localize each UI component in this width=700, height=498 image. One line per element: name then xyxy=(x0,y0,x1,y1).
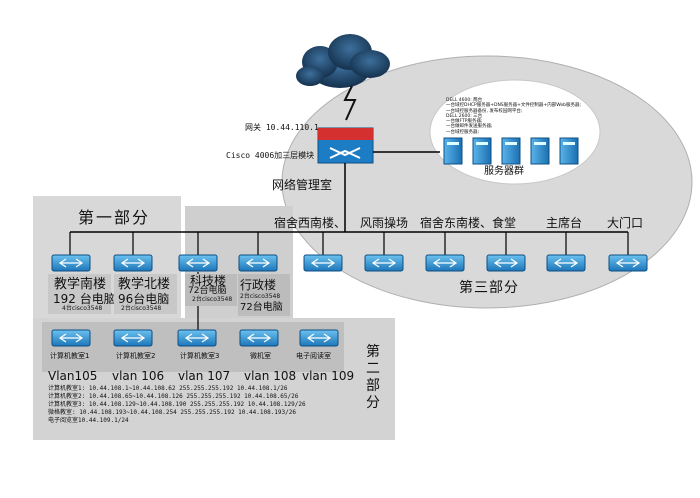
lab-label: 计算机教室3 xyxy=(180,352,220,360)
building-switch: 2台cisco3548 xyxy=(240,293,281,300)
server-note-line: 一台域控服务器备份, 发布校园网平台; xyxy=(446,108,523,114)
vlan-label: vlan 109 xyxy=(302,369,355,383)
internet-cloud-icon xyxy=(296,34,390,88)
ip-line: 计算机教室3: 10.44.108.129~10.44.108.190 255.… xyxy=(48,401,306,408)
site-label: 宿舍东南楼、食堂 xyxy=(420,216,517,230)
building-switch: 2台cisco3548 xyxy=(121,305,162,312)
server-note-line: DELL 4600: 两台 xyxy=(446,98,483,103)
building-name: 教学南楼 xyxy=(54,277,107,292)
building-pcs: 72台电脑 xyxy=(240,302,283,313)
part3-title: 第三部分 xyxy=(459,280,519,296)
part1-title: 第一部分 xyxy=(78,208,151,227)
backbone-switch-icons xyxy=(51,254,648,272)
vlan-label: vlan 108 xyxy=(244,369,297,383)
vlan-label: Vlan105 xyxy=(48,369,98,383)
building-name: 行政楼 xyxy=(240,278,277,292)
room-label: 网络管理室 xyxy=(272,178,333,192)
ip-line: 电子阅览室10.44.109.1/24 xyxy=(48,417,129,424)
vlan-label: vlan 106 xyxy=(112,369,165,383)
server-icons xyxy=(443,137,579,165)
site-label: 主席台 xyxy=(546,216,583,230)
ip-line: 计算机教室1: 10.44.108.1~10.44.108.62 255.255… xyxy=(48,385,288,392)
ip-table: 计算机教室1: 10.44.108.1~10.44.108.62 255.255… xyxy=(48,385,366,425)
building-name: 教学北楼 xyxy=(118,277,171,292)
lab-label: 微机室 xyxy=(250,352,271,360)
building-card xyxy=(238,274,290,316)
lab-label: 电子阅读室 xyxy=(296,352,331,360)
lab-label: 计算机教室1 xyxy=(50,352,90,360)
server-note: DELL 4600: 两台 一台域控DHCP服务器+DNS服务器+文件控制器+内… xyxy=(446,98,596,135)
site-label: 风雨操场 xyxy=(360,216,409,230)
lab-switch-icons xyxy=(51,329,339,347)
building-switch: 4台cisco3548 xyxy=(62,305,103,312)
server-note-line: 一台域控DHCP服务器+DNS服务器+文件控制器+内部Web服务器; xyxy=(446,103,582,109)
site-label: 大门口 xyxy=(607,216,644,230)
site-label: 宿舍西南楼、 xyxy=(274,216,347,230)
building-switch: 2台cisco3548 xyxy=(192,296,233,303)
server-note-line: 一台做FTP服务器; xyxy=(446,119,483,125)
server-note-line: 一台域控服务器; xyxy=(446,129,480,135)
ip-line: 计算机教室2: 10.44.108.65~10.44.108.126 255.2… xyxy=(48,393,299,400)
lab-label: 计算机教室2 xyxy=(116,352,156,360)
core-router-icon xyxy=(317,127,374,164)
building-name: 科技楼 xyxy=(190,274,227,288)
ip-line: 微格教室: 10.44.108.193~10.44.108.254 255.25… xyxy=(48,409,296,416)
server-group-label: 服务器群 xyxy=(484,166,524,177)
building-pcs: 96台电脑 xyxy=(118,292,170,306)
building-card xyxy=(48,274,111,314)
building-pcs: 72台电脑 xyxy=(188,286,227,296)
gateway-label: 网关 10.44.110.1 xyxy=(245,123,319,132)
router-label: Cisco 4006加三层模块 xyxy=(226,151,315,160)
vlan-label: vlan 107 xyxy=(178,369,231,383)
building-card xyxy=(114,274,177,314)
wan-link-bolt-icon xyxy=(343,85,357,121)
server-note-line: 一台做邮件发送服务器; xyxy=(446,124,493,130)
building-card xyxy=(185,274,237,306)
part2-title: 第二部分 xyxy=(366,344,380,411)
building-pcs: 192 台电脑 xyxy=(53,292,116,306)
server-note-line: DELL 2600: 三台 xyxy=(446,113,483,119)
